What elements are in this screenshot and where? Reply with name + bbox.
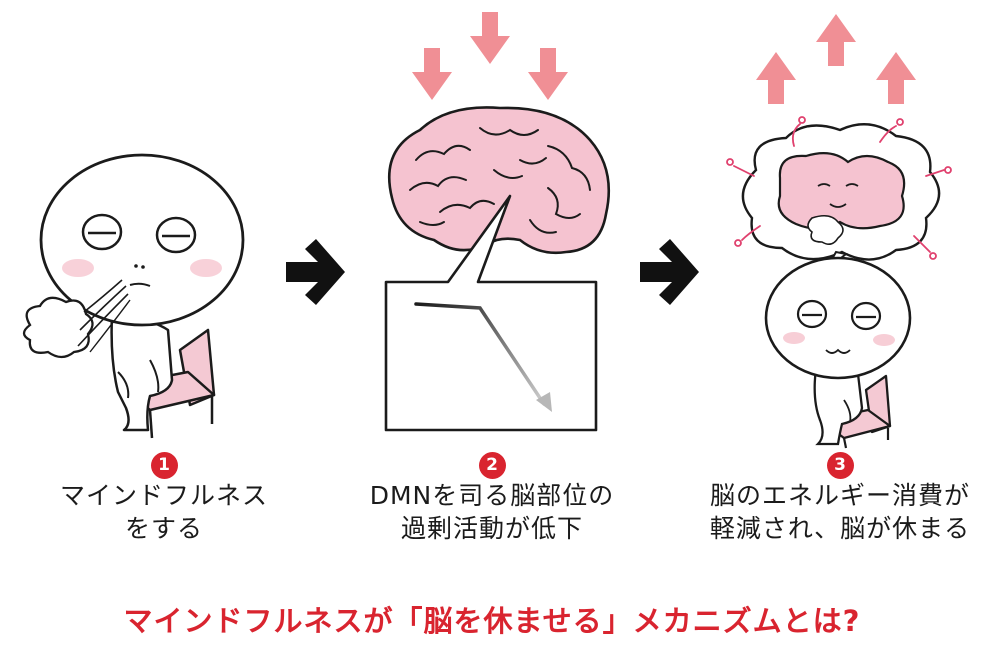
step-number-badge: 3 <box>826 452 854 479</box>
closed-eye <box>155 216 197 254</box>
step-text-line-1: 脳のエネルギー消費が <box>709 481 970 510</box>
closed-eye <box>796 299 828 329</box>
down-arrow-icon <box>528 48 568 100</box>
closed-eye <box>81 213 123 251</box>
down-arrow-icon <box>470 12 510 64</box>
up-arrow-icon <box>876 52 916 104</box>
up-arrow-icon <box>756 52 796 104</box>
breath-puff <box>22 279 131 359</box>
up-arrow-icon <box>816 14 856 66</box>
down-right-arrow-icon <box>536 392 552 412</box>
step-text-line-2: 過剰活動が低下 <box>400 514 583 543</box>
declining-line <box>414 302 546 406</box>
brain <box>387 106 611 255</box>
head <box>764 256 912 380</box>
thought-cloud <box>726 116 952 271</box>
step-arrow-icon <box>286 239 345 305</box>
speech-bubble <box>384 194 598 432</box>
step-number-badge: 1 <box>150 452 178 479</box>
head <box>39 153 245 327</box>
step-text-line-1: マインドフルネス <box>59 481 268 510</box>
step-text-line-2: をする <box>124 514 203 543</box>
step-2: 2 DMNを司る脳部位の 過剰活動が低下 <box>342 452 642 545</box>
resting-person <box>764 256 912 449</box>
step-arrow-icon <box>640 239 699 305</box>
step-1: 1 マインドフルネス をする <box>14 452 314 545</box>
meditating-person <box>22 153 245 439</box>
closed-eye <box>850 301 882 331</box>
step-number-badge: 2 <box>478 452 506 479</box>
caption-title: マインドフルネスが「脳を休ませる」メカニズムとは? <box>123 604 861 638</box>
down-arrow-icon <box>412 48 452 100</box>
step-text-line-2: 軽減され、脳が休まる <box>709 514 971 543</box>
step-3: 3 脳のエネルギー消費が 軽減され、脳が休まる <box>690 452 984 545</box>
step-text-line-1: DMNを司る脳部位の <box>369 481 615 510</box>
